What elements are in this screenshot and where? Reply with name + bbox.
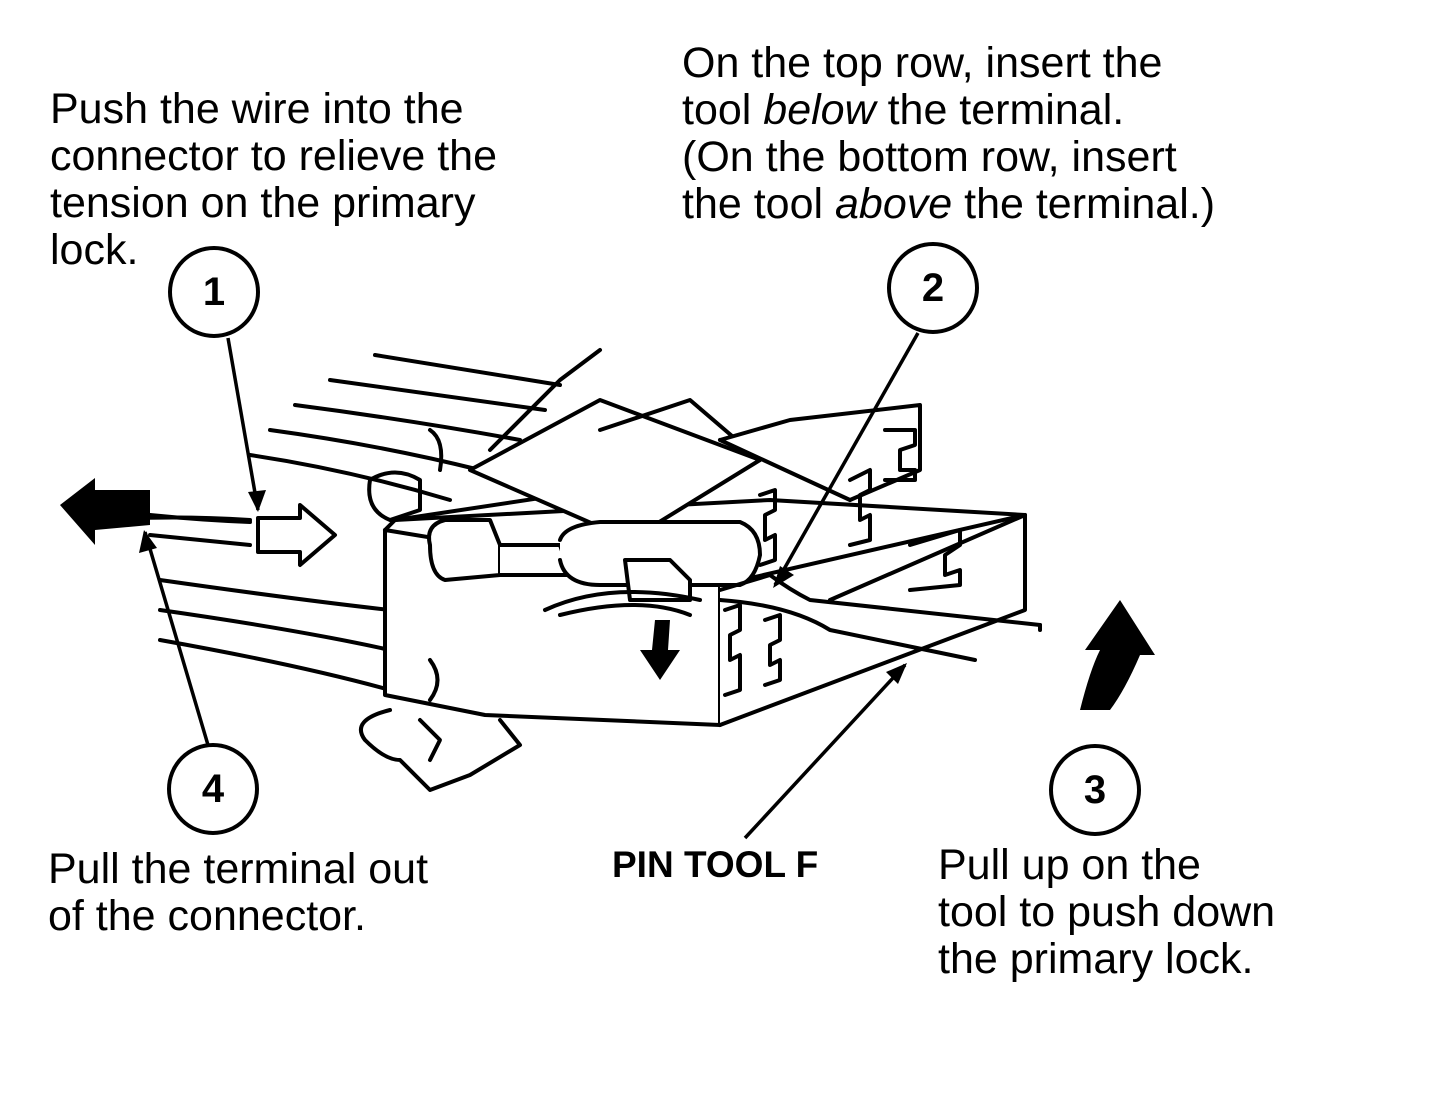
step-1-line: tension on the primary xyxy=(50,179,476,227)
step-2-line: (On the bottom row, insert xyxy=(682,134,1215,181)
step-2-line: the tool above the terminal.) xyxy=(682,181,1215,228)
step-1-line: lock. xyxy=(50,226,139,274)
step-3-line: the primary lock. xyxy=(938,935,1254,983)
step-1-line: Push the wire into the xyxy=(50,85,464,133)
pull-out-arrow-icon xyxy=(60,478,150,545)
text-part-italic: below xyxy=(763,86,876,134)
down-arrow-icon xyxy=(640,620,680,680)
terminal xyxy=(427,518,502,582)
step-1-caption: Push the wire into the connector to reli… xyxy=(50,86,497,274)
leader-line-tool xyxy=(743,663,907,840)
step-4-line: Pull the terminal out xyxy=(48,845,429,893)
text-part: On the top row, insert the xyxy=(682,39,1163,87)
leader-line-2 xyxy=(773,332,920,586)
callout-4: 4 xyxy=(167,743,259,835)
up-arrow-icon xyxy=(1080,600,1155,710)
text-part-italic: above xyxy=(835,180,953,228)
step-2-line: tool below the terminal. xyxy=(682,87,1215,134)
text-part: the tool xyxy=(682,180,835,228)
text-part: tool xyxy=(682,86,764,134)
leader-line-1 xyxy=(226,337,260,511)
step-2-line: On the top row, insert the xyxy=(682,40,1215,87)
step-1-line: connector to relieve the xyxy=(50,132,497,180)
motion-lines xyxy=(248,353,562,502)
leader-line-4 xyxy=(143,531,210,746)
push-arrow-icon xyxy=(256,503,337,567)
pin-tool-label: PIN TOOL F xyxy=(612,844,819,885)
text-part: the terminal. xyxy=(875,86,1125,134)
callout-1: 1 xyxy=(168,246,260,338)
callout-3: 3 xyxy=(1049,744,1141,836)
callout-2: 2 xyxy=(887,242,979,334)
step-4-line: of the connector. xyxy=(48,892,366,940)
text-part: the terminal.) xyxy=(952,180,1216,228)
pin-tool xyxy=(718,573,1042,627)
step-3-caption: Pull up on the tool to push down the pri… xyxy=(938,842,1275,983)
step-2-caption: On the top row, insert the tool below th… xyxy=(682,40,1215,228)
step-3-line: tool to push down xyxy=(938,888,1276,936)
text-part: (On the bottom row, insert xyxy=(682,133,1177,181)
step-4-caption: Pull the terminal out of the connector. xyxy=(48,846,428,940)
step-3-line: Pull up on the xyxy=(938,841,1201,889)
